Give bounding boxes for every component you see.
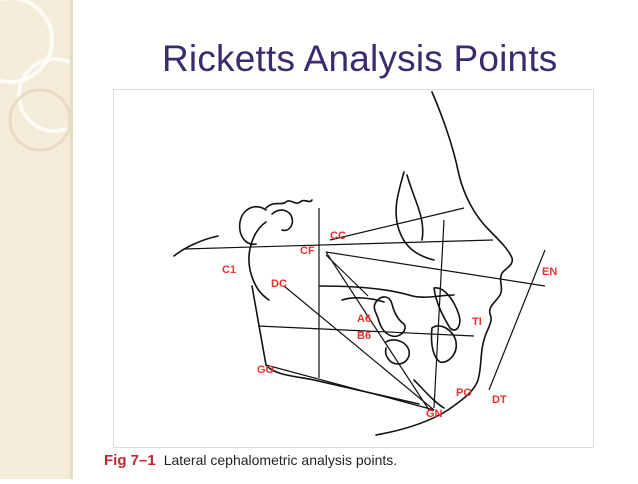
- cc-to-en-line: [325, 251, 546, 287]
- symphysis-outline: [413, 379, 445, 409]
- label-go: GO: [257, 364, 275, 376]
- label-en: EN: [542, 266, 557, 278]
- label-dt: DT: [492, 394, 507, 406]
- dc-to-gn-line: [283, 285, 435, 411]
- label-cf: CF: [300, 245, 315, 257]
- cf-to-a6-line: [325, 254, 369, 297]
- tracing-lines: [173, 91, 514, 436]
- ear-outline: [238, 206, 267, 246]
- caption-text: Lateral cephalometric analysis points.: [163, 452, 398, 468]
- occlusal-plane-line: [257, 325, 475, 337]
- label-b6: B6: [357, 330, 371, 342]
- label-po: PO: [456, 387, 472, 399]
- label-cc: CC: [330, 230, 346, 242]
- orbit-outline: [395, 171, 435, 261]
- squiggle-top: [265, 199, 313, 209]
- cephalometric-figure: CC CF C1 DC EN A6 B6 TI GO PO DT GN: [113, 89, 594, 448]
- decorative-circles: [0, 0, 93, 152]
- maxilla-lower-outline: [341, 297, 385, 303]
- nasal-outline: [406, 174, 424, 241]
- label-ti: TI: [472, 316, 482, 328]
- cc-to-po-line: [433, 219, 445, 409]
- sella-outline: [271, 209, 294, 232]
- go-to-gn-line: [265, 364, 435, 411]
- cranial-base-outline: [248, 221, 270, 301]
- mandible-outline: [251, 285, 420, 405]
- maxilla-outline: [319, 285, 455, 298]
- molar-lower: [384, 339, 411, 365]
- label-c1: C1: [222, 264, 236, 276]
- reference-lines: [183, 207, 546, 411]
- label-dc: DC: [271, 278, 287, 290]
- face-profile-line: [375, 91, 514, 436]
- label-gn: GN: [426, 408, 443, 420]
- molar-upper: [373, 296, 406, 338]
- cephalometric-tracing: CC CF C1 DC EN A6 B6 TI GO PO DT GN: [173, 91, 557, 436]
- side-strip-edge: [70, 0, 73, 479]
- figure-caption: Fig 7–1 Lateral cephalometric analysis po…: [104, 452, 397, 469]
- basion-nasion-line: [329, 207, 465, 241]
- incisor-lower: [430, 325, 458, 364]
- frankfort-horizontal-line: [183, 239, 494, 250]
- decorative-side-strip: [0, 0, 93, 479]
- occipital-outline: [173, 235, 219, 257]
- caption-figure-number: Fig 7–1: [104, 452, 156, 469]
- slide-title: Ricketts Analysis Points: [162, 38, 558, 79]
- en-aesthetic-line: [488, 249, 546, 391]
- label-a6: A6: [357, 313, 371, 325]
- incisor-upper: [433, 287, 461, 331]
- point-labels: CC CF C1 DC EN A6 B6 TI GO PO DT GN: [222, 230, 557, 420]
